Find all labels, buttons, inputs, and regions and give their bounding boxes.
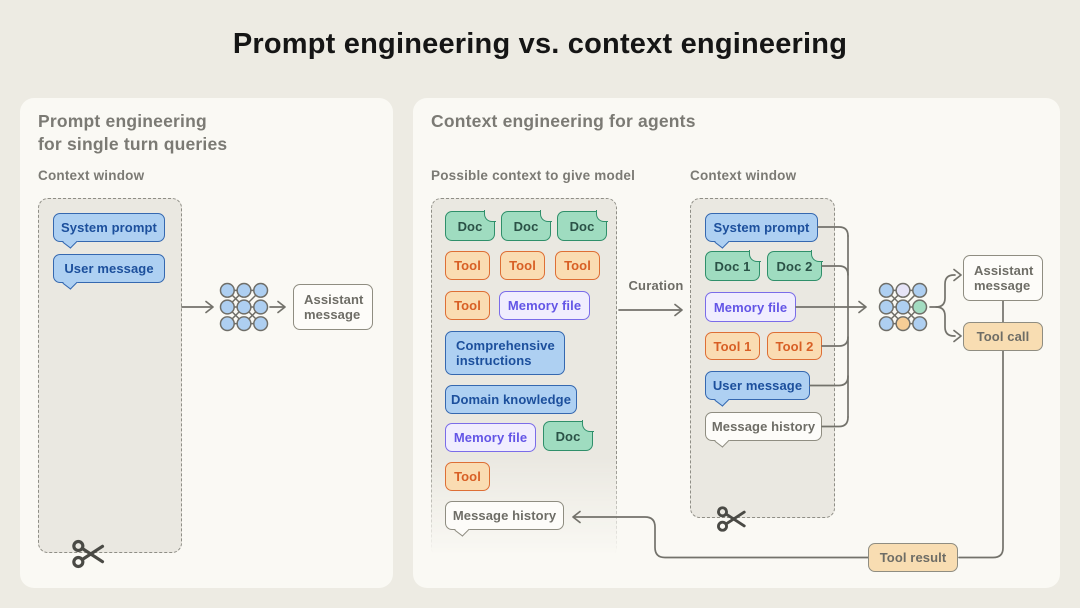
assistant-message-box: Assistant message [293, 284, 373, 330]
memory-file-box: Memory file [499, 291, 590, 320]
model-icon [219, 282, 269, 332]
left-panel-heading-line2: for single turn queries [38, 134, 228, 154]
tool-box: Tool [445, 251, 490, 280]
pool-label: Possible context to give model [431, 168, 636, 183]
right-panel-heading: Context engineering for agents [431, 111, 696, 131]
doc-box: Doc [557, 210, 608, 241]
user-message-box: User message [53, 254, 165, 283]
doc-box: Doc [543, 420, 594, 451]
model-icon [878, 282, 928, 332]
tool-box: Tool [445, 462, 490, 491]
comprehensive-instructions-box: Comprehensive instructions [445, 331, 565, 375]
memory-file-box: Memory file [445, 423, 536, 452]
assistant-message-box: Assistant message [963, 255, 1043, 301]
doc1-box: Doc 1 [705, 250, 761, 281]
tool2-box: Tool 2 [767, 332, 822, 360]
doc-box: Doc [445, 210, 496, 241]
domain-knowledge-box: Domain knowledge [445, 385, 577, 414]
prompt-engineering-panel: Prompt engineering for single turn querie… [20, 98, 393, 588]
left-panel-heading-line1: Prompt engineering [38, 111, 207, 131]
tool-result-box: Tool result [868, 543, 958, 572]
doc-box: Doc [501, 210, 552, 241]
left-context-window-box [38, 198, 182, 553]
left-context-window-label: Context window [38, 168, 145, 183]
doc2-box: Doc 2 [767, 250, 823, 281]
tool-box: Tool [555, 251, 600, 280]
tool-call-box: Tool call [963, 322, 1043, 351]
curation-label: Curation [628, 278, 684, 293]
tool-box: Tool [445, 291, 490, 320]
left-panel-heading: Prompt engineering for single turn querie… [38, 110, 227, 156]
tool1-box: Tool 1 [705, 332, 760, 360]
memory-file-box: Memory file [705, 292, 796, 322]
right-context-window-label: Context window [690, 168, 797, 183]
tool-box: Tool [500, 251, 545, 280]
message-history-box: Message history [445, 501, 564, 530]
message-history-box: Message history [705, 412, 822, 441]
user-message-box: User message [705, 371, 810, 400]
context-engineering-panel: Context engineering for agents Possible … [413, 98, 1060, 588]
system-prompt-box: System prompt [53, 213, 165, 242]
system-prompt-box: System prompt [705, 213, 818, 242]
page-title: Prompt engineering vs. context engineeri… [232, 28, 848, 60]
